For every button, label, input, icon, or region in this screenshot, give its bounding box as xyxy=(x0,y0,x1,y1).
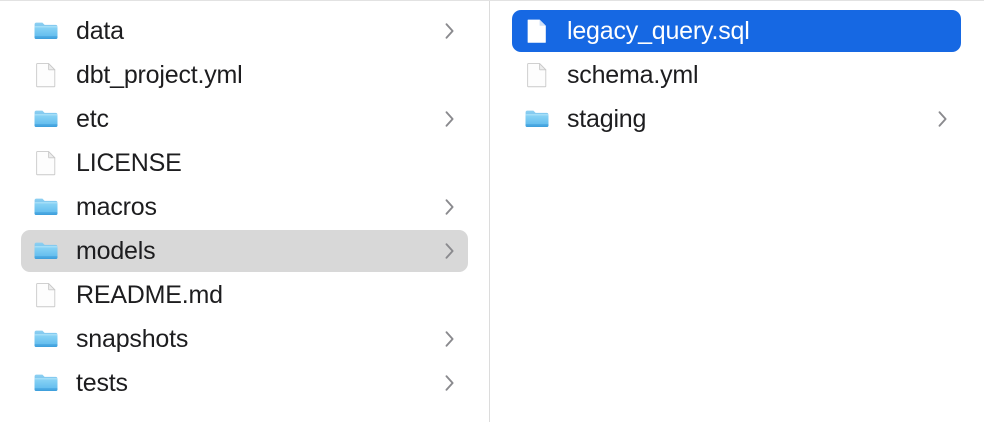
finder-item-readme-md[interactable]: README.md xyxy=(21,274,468,316)
folder-icon xyxy=(33,326,59,352)
finder-item-etc[interactable]: etc xyxy=(21,98,468,140)
finder-item-label: models xyxy=(76,237,156,265)
folder-icon xyxy=(33,18,59,44)
finder-item-macros[interactable]: macros xyxy=(21,186,468,228)
finder-item-legacy-query-sql[interactable]: legacy_query.sql xyxy=(512,10,961,52)
finder-item-models[interactable]: models xyxy=(21,230,468,272)
finder-column-2: legacy_query.sql schema.yml xyxy=(490,1,984,422)
chevron-right-icon[interactable] xyxy=(444,241,456,261)
finder-item-label: legacy_query.sql xyxy=(567,17,750,45)
folder-icon xyxy=(33,194,59,220)
chevron-right-icon[interactable] xyxy=(444,373,456,393)
document-icon xyxy=(33,282,59,308)
chevron-right-icon[interactable] xyxy=(444,21,456,41)
finder-item-label: dbt_project.yml xyxy=(76,61,243,89)
folder-icon xyxy=(33,238,59,264)
finder-item-label: staging xyxy=(567,105,647,133)
finder-item-label: tests xyxy=(76,369,128,397)
finder-item-license[interactable]: LICENSE xyxy=(21,142,468,184)
finder-column-1-list: data dbt_project.yml xyxy=(0,1,489,404)
chevron-right-icon[interactable] xyxy=(444,197,456,217)
finder-item-label: snapshots xyxy=(76,325,189,353)
finder-item-label: README.md xyxy=(76,281,223,309)
document-icon xyxy=(33,62,59,88)
document-icon xyxy=(524,62,550,88)
finder-item-data[interactable]: data xyxy=(21,10,468,52)
finder-item-tests[interactable]: tests xyxy=(21,362,468,404)
folder-icon xyxy=(33,370,59,396)
finder-column-1: data dbt_project.yml xyxy=(0,1,490,422)
finder-item-staging[interactable]: staging xyxy=(512,98,961,140)
finder-item-dbt-project-yml[interactable]: dbt_project.yml xyxy=(21,54,468,96)
document-icon xyxy=(524,18,550,44)
finder-item-snapshots[interactable]: snapshots xyxy=(21,318,468,360)
folder-icon xyxy=(524,106,550,132)
chevron-right-icon[interactable] xyxy=(444,109,456,129)
chevron-right-icon[interactable] xyxy=(444,329,456,349)
finder-item-label: etc xyxy=(76,105,109,133)
finder-item-schema-yml[interactable]: schema.yml xyxy=(512,54,961,96)
finder-column-2-list: legacy_query.sql schema.yml xyxy=(490,1,984,140)
chevron-right-icon[interactable] xyxy=(937,109,949,129)
document-icon xyxy=(33,150,59,176)
finder-item-label: schema.yml xyxy=(567,61,699,89)
finder-item-label: data xyxy=(76,17,124,45)
folder-icon xyxy=(33,106,59,132)
finder-item-label: macros xyxy=(76,193,157,221)
finder-item-label: LICENSE xyxy=(76,149,182,177)
